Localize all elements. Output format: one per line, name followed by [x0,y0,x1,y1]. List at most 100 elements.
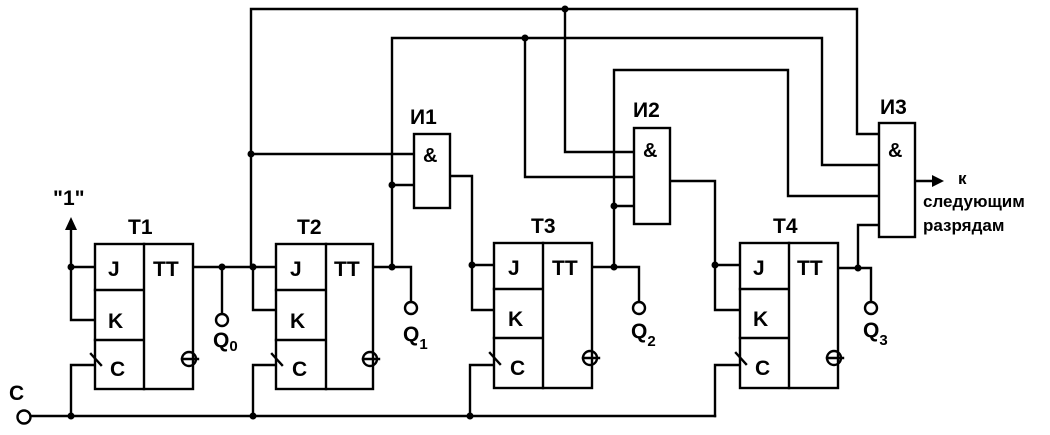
carry-label-line1: к [958,169,967,188]
pin-k: K [508,308,523,331]
junction-dot [854,264,862,272]
q1-bus-wire [390,36,881,269]
clock-input-label: C [9,382,24,405]
clock-edge-icon [734,351,748,366]
q0-k2-wire [251,265,278,312]
q2-bus-wire [612,68,881,269]
pin-c: C [292,358,307,381]
flipflop-divider [492,241,545,390]
clock-terminal [16,409,32,425]
flipflop-divider [738,241,791,390]
q0-bus-wire [249,7,567,269]
flipflop-type: TT [334,258,360,281]
clock-t4-wire [713,363,742,418]
q0-i2-wire [563,7,636,154]
junction-dot [218,263,226,271]
i1-k3-wire [470,263,496,312]
reset-icon [825,349,845,367]
pin-c: C [755,357,770,380]
carry-arrow [932,175,944,187]
q3-label: Q3 [863,319,888,349]
one-wire [69,224,97,322]
junction-dot [388,263,396,271]
q1-i2-wire [523,36,636,179]
gate-body [412,132,452,210]
clock-edge-icon [488,351,502,366]
flipflop-label: T2 [297,216,322,239]
gate-symbol: & [888,140,902,162]
i1-out-wire [448,174,496,267]
flipflop-label: T1 [128,216,153,239]
one-arrow [65,217,77,230]
gate-body [877,121,917,239]
carry-label-line2: следующим [923,192,1025,211]
carry-label-line3: разрядам [923,216,1004,235]
pin-k: K [290,310,305,333]
reset-icon [581,349,601,367]
pin-j: J [508,257,520,280]
junction-dot [247,150,255,158]
terminals [16,300,879,425]
reset-icon [361,350,381,368]
flipflop-divider [274,242,328,391]
q2-wire [590,265,641,304]
flipflop-type: TT [552,257,578,280]
junction-dot [67,263,75,271]
clock-t3-wire [468,363,496,418]
gate-i1: & И1 [410,106,452,210]
q1-wire [371,265,413,304]
flipflop-type: TT [797,257,823,280]
gate-body [632,126,672,226]
clock-edge-icon [89,352,103,367]
junction-dot [521,34,529,42]
q0-top-wire [563,7,881,136]
pin-k: K [108,310,123,333]
q3-wire [836,266,873,304]
flipflop-t3: J K C TT T3 [488,215,601,390]
flipflop-body [274,242,375,391]
clock-edge-icon [270,352,284,367]
gate-i2: & И2 [632,99,672,226]
gate-label: И1 [410,106,437,129]
flipflop-type: TT [153,258,179,281]
gate-i3: & И3 [877,96,917,239]
flipflop-t2: J K C TT T2 [270,216,381,391]
pin-c: C [110,358,125,381]
gate-label: И3 [880,96,907,119]
junction-dot [468,261,476,269]
flipflop-t4: J K C TT T4 [734,215,845,390]
wires [29,7,944,418]
q2-terminal [631,300,647,316]
junctions [67,5,862,420]
i2-out-wire [668,179,742,267]
flipflop-t1: J K C TT T1 [89,216,200,391]
q3-i3-wire [856,223,881,270]
junction-dot [561,5,569,13]
flipflop-label: T4 [773,215,798,238]
junction-dot [67,412,75,420]
gate-label: И2 [633,99,660,122]
q3-terminal [863,300,879,316]
reset-icon [180,350,200,368]
pin-j: J [753,257,765,280]
junction-dot [610,202,618,210]
junction-dot [610,263,618,271]
flipflop-label: T3 [531,215,556,238]
pin-j: J [290,258,302,281]
q2-label: Q2 [631,320,656,350]
q1-terminal [403,300,419,316]
clock-t2-wire [251,363,278,418]
i2-k4-wire [713,263,742,312]
q0-terminal [214,312,230,328]
one-input-label: "1" [53,187,85,210]
pin-j: J [108,258,120,281]
junction-dot [466,412,474,420]
q1-label: Q1 [403,323,428,353]
pin-k: K [753,308,768,331]
clock-t1-wire [69,363,97,418]
junction-dot [249,412,257,420]
pin-c: C [510,357,525,380]
flipflop-divider [93,242,146,391]
q0-label: Q0 [213,329,238,355]
